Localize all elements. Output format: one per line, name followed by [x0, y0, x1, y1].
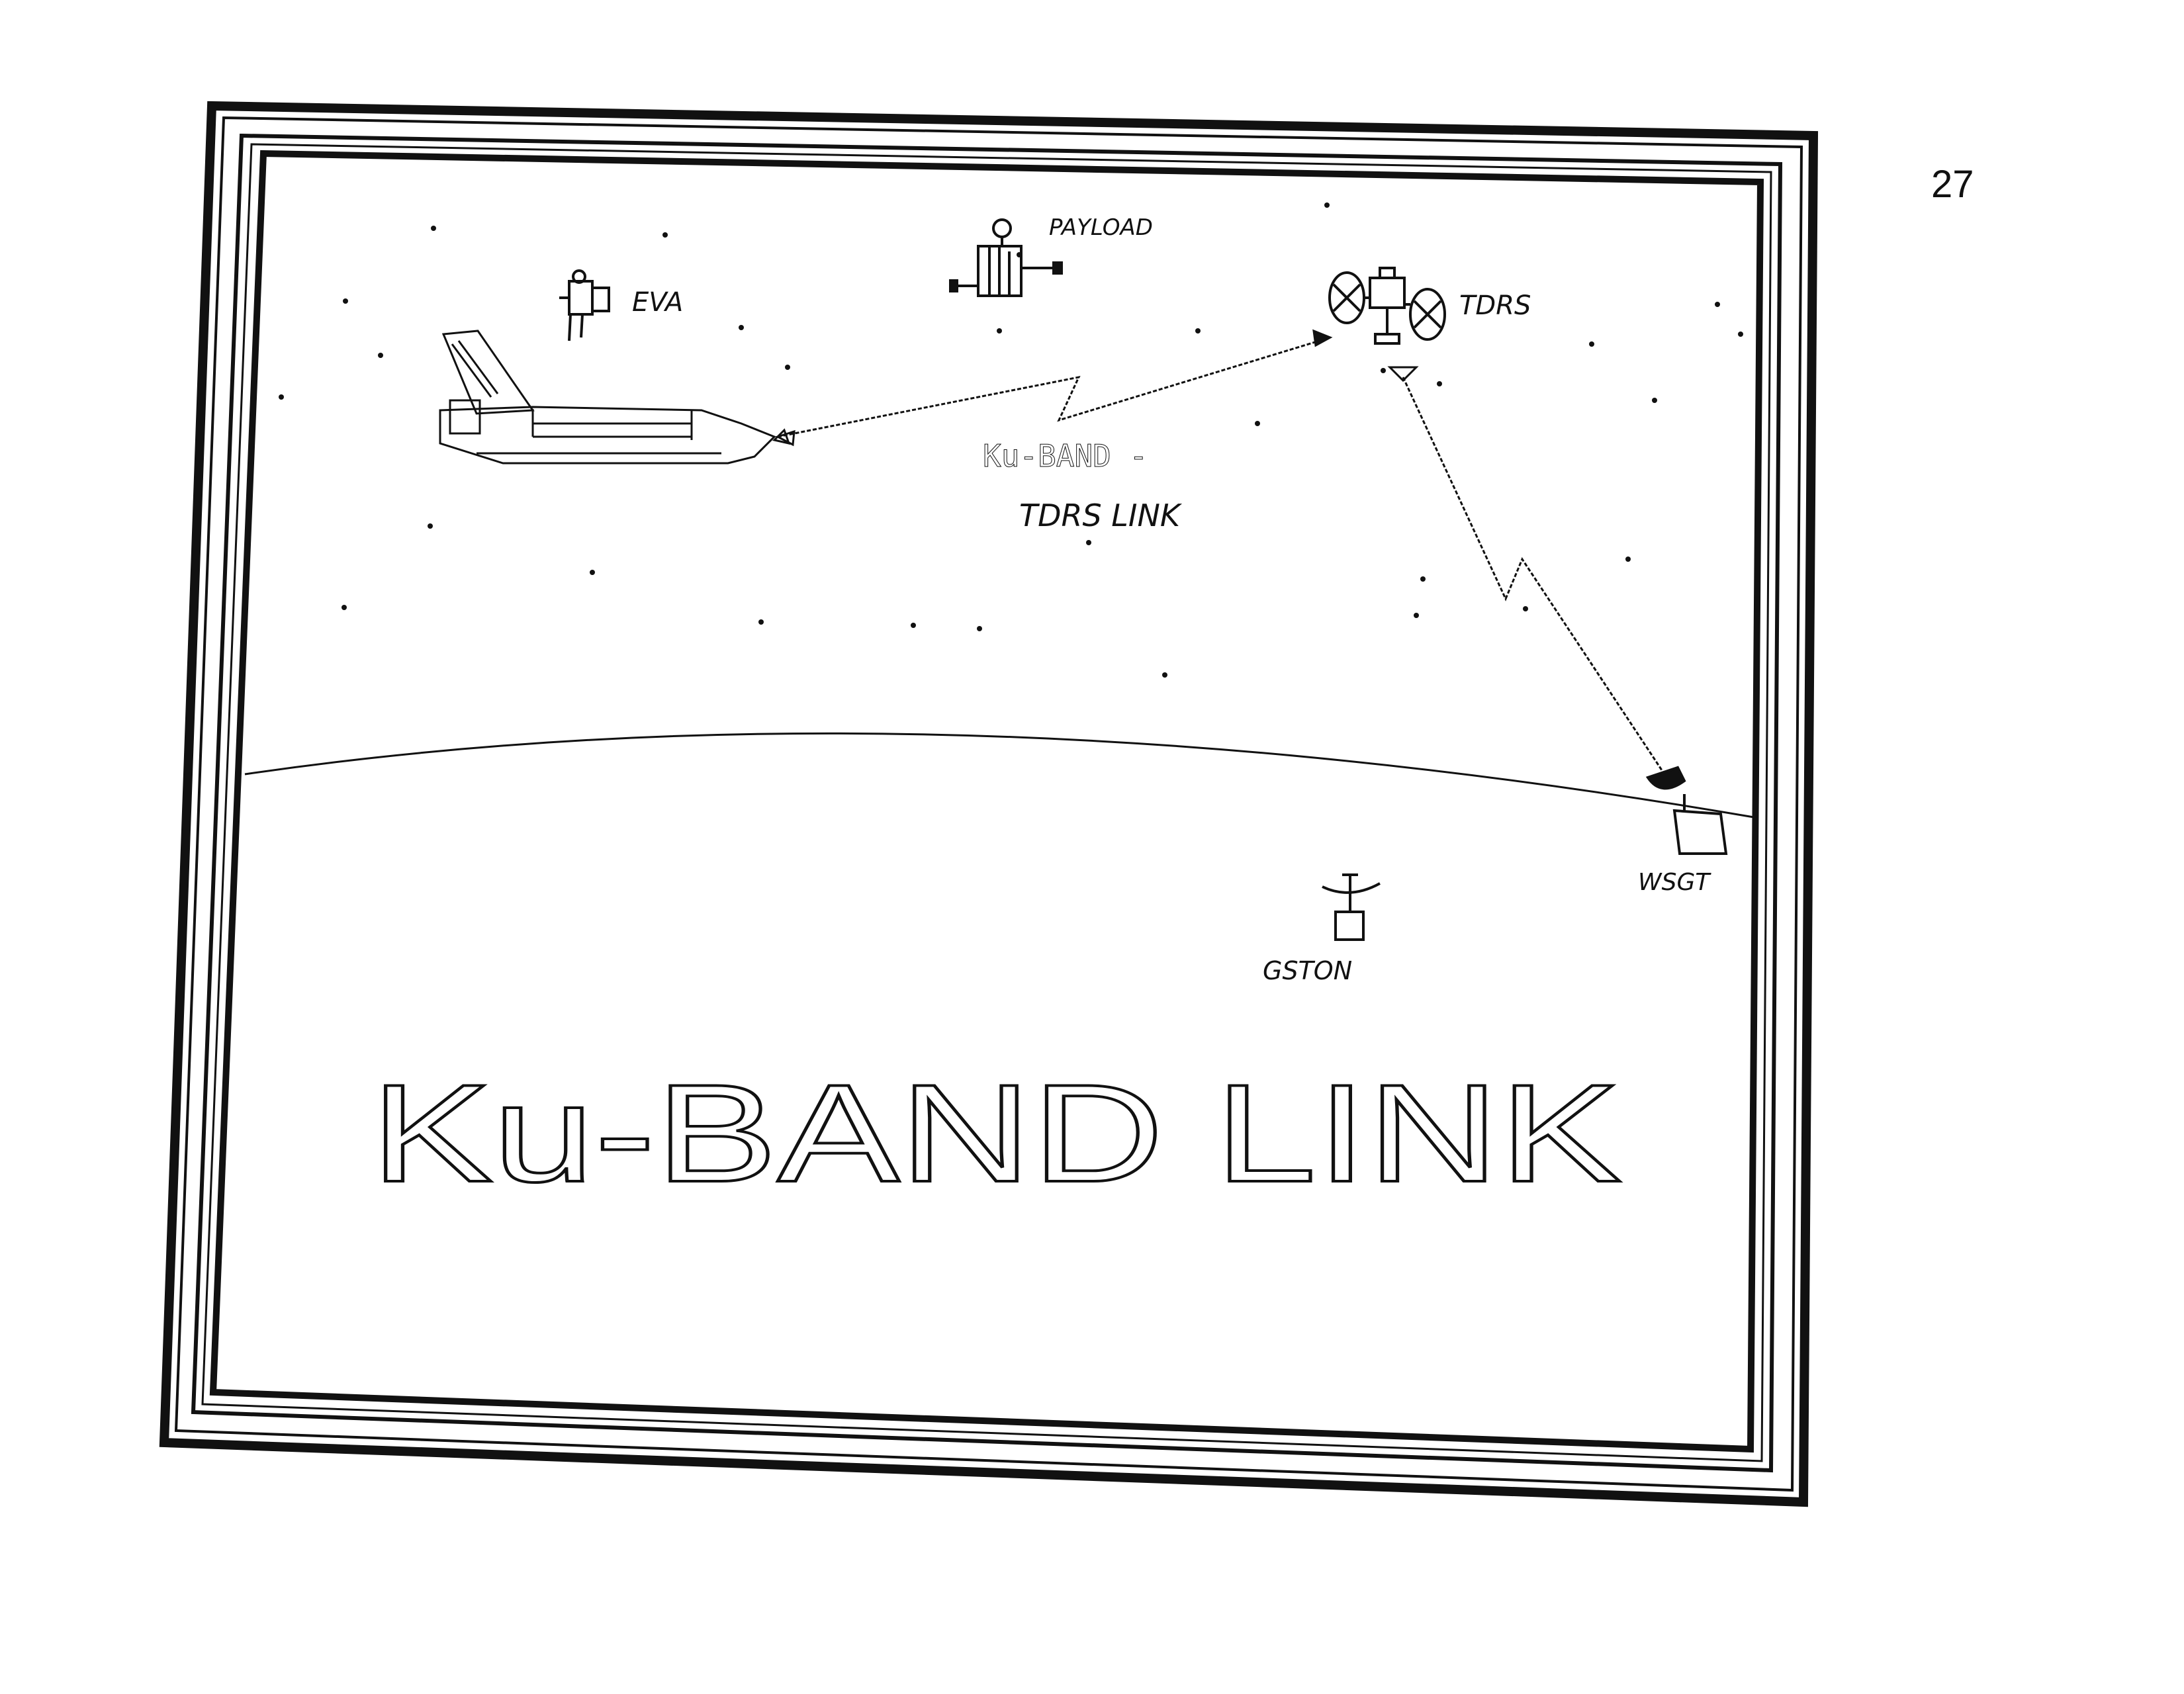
- eva-label: EVA: [632, 287, 683, 318]
- tdrs-label: TDRS: [1459, 290, 1531, 321]
- eva-astronaut-icon: [559, 269, 610, 341]
- link-label-line1: Ku-BAND -: [983, 438, 1148, 474]
- page-number: 27: [1931, 163, 1974, 206]
- shuttle-to-tdrs-link: [775, 329, 1333, 447]
- star-field: [279, 202, 1743, 678]
- gston-label: GSTON: [1263, 956, 1352, 985]
- wsgt-label: WSGT: [1638, 869, 1711, 896]
- link-label-line2: TDRS LINK: [1019, 498, 1183, 533]
- payload-label: PAYLOAD: [1049, 214, 1153, 241]
- shuttle-icon: [439, 330, 791, 465]
- diagram-frame: [159, 101, 1819, 1507]
- earth-horizon: [244, 732, 1754, 819]
- tdrs-satellite-icon: [1328, 267, 1446, 345]
- wsgt-ground-station-icon: [1645, 766, 1728, 855]
- payload-satellite-icon: [949, 218, 1063, 297]
- gston-ground-station-icon: [1322, 873, 1381, 941]
- diagram-title: Ku-BAND LINK: [371, 1055, 1621, 1211]
- tdrs-to-wsgt-link: [1387, 366, 1666, 775]
